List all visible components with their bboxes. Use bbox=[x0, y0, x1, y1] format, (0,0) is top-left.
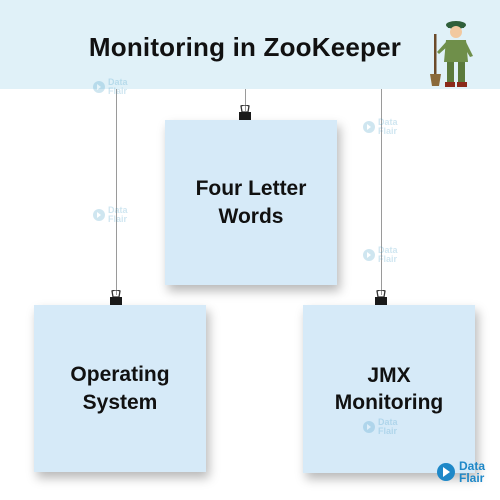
watermark-line2: Flair bbox=[378, 254, 398, 264]
watermark-line1: Data bbox=[108, 77, 128, 87]
card-four-letter-words: Four Letter Words bbox=[165, 120, 337, 285]
card-label-line1: Four Letter bbox=[195, 177, 307, 201]
watermark-line2: Flair bbox=[108, 214, 128, 224]
dataflair-logo-icon bbox=[93, 209, 105, 221]
card-label-line1: Operating bbox=[70, 363, 170, 387]
dataflair-logo-icon bbox=[363, 121, 375, 133]
hanging-string bbox=[245, 89, 246, 111]
watermark-line1: Data bbox=[378, 245, 398, 255]
card-label-line2: Words bbox=[218, 204, 284, 228]
hanging-string bbox=[116, 89, 117, 295]
logo-line2: Flair bbox=[459, 471, 485, 485]
dataflair-logo: Data Flair bbox=[436, 460, 485, 484]
binder-clip-icon bbox=[239, 105, 251, 120]
watermark-line2: Flair bbox=[108, 86, 128, 96]
zookeeper-mascot-icon bbox=[430, 21, 473, 87]
hanging-string bbox=[381, 89, 382, 295]
watermark-line1: Data bbox=[108, 205, 128, 215]
card-label-line1: JMX bbox=[367, 363, 411, 387]
binder-clip-icon bbox=[375, 290, 387, 305]
binder-clip-icon bbox=[110, 290, 122, 305]
watermark-line2: Flair bbox=[378, 126, 398, 136]
card-label-line2: Monitoring bbox=[334, 391, 444, 414]
watermark-line1: Data bbox=[378, 417, 398, 427]
dataflair-logo-icon bbox=[363, 421, 375, 433]
logo-line1: Data bbox=[459, 459, 486, 473]
watermark-line2: Flair bbox=[378, 426, 398, 436]
card-operating-system: Operating System bbox=[34, 305, 206, 472]
dataflair-logo-icon bbox=[363, 249, 375, 261]
page-title: Monitoring in ZooKeeper bbox=[88, 32, 402, 62]
header-band bbox=[0, 0, 500, 89]
dataflair-logo-icon bbox=[93, 81, 105, 93]
dataflair-logo-icon bbox=[437, 463, 455, 481]
card-label-line2: System bbox=[82, 390, 158, 414]
watermark-line1: Data bbox=[378, 117, 398, 127]
card-jmx-monitoring: JMX Monitoring bbox=[303, 305, 475, 473]
